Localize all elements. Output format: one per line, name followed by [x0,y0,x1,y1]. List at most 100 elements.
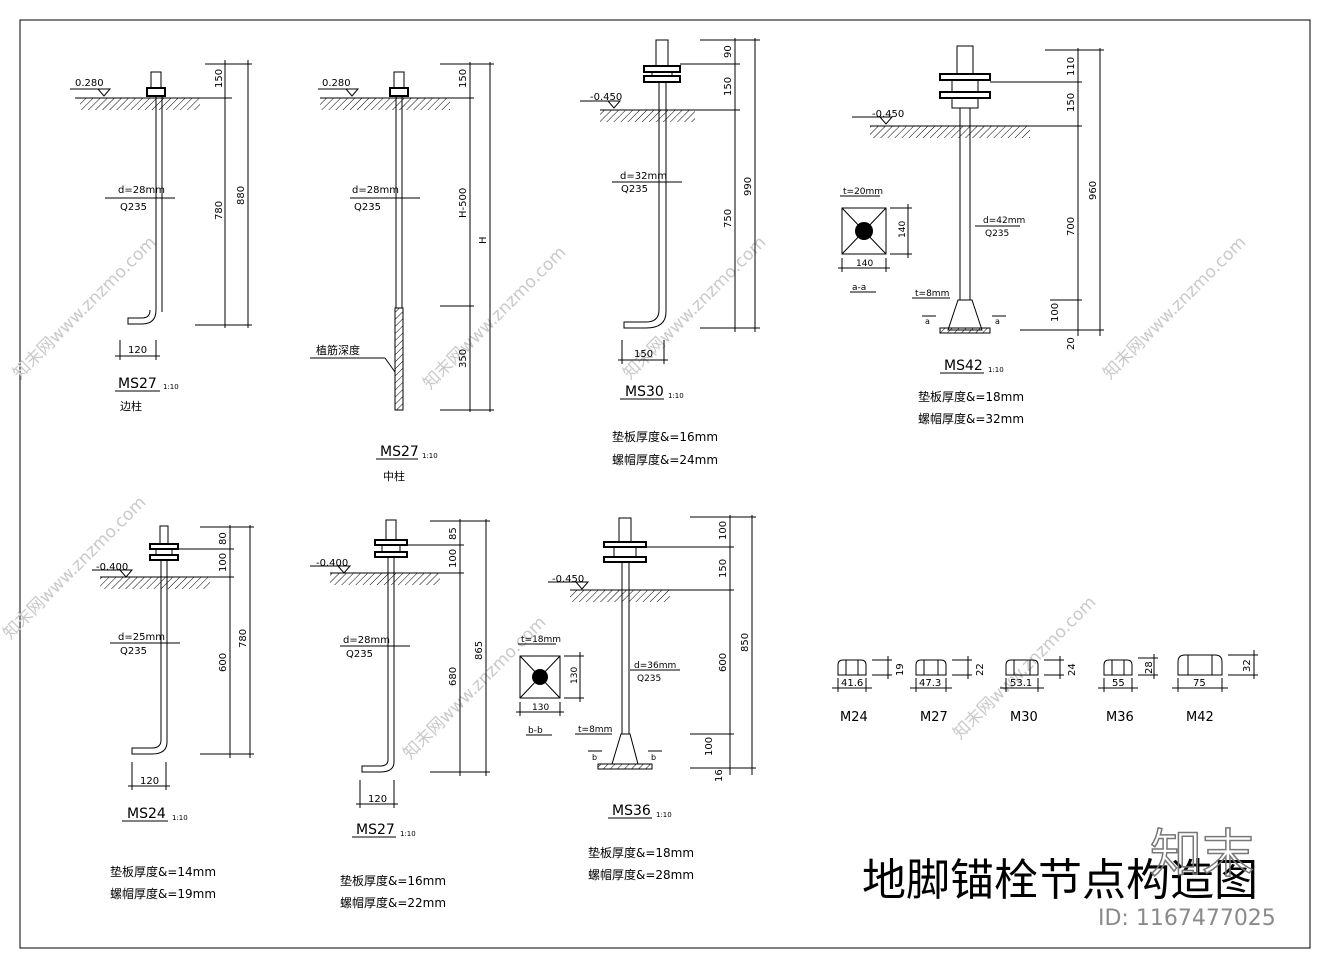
dim-label: 80 [218,532,229,545]
nut-thickness: 螺帽厚度&=28mm [588,867,694,882]
watermark: 知末网www.znzmo.com [419,243,570,394]
pad-thickness: 垫板厚度&=18mm [918,389,1024,404]
dim-label: 150 [1066,93,1077,112]
detail-ms27-middle: 0.280 d=28mm Q235 植筋深度 150 H-500 H 350 M… [310,62,494,483]
stiffener-thickness: t=8mm [915,289,949,299]
elevation-label: -0.450 [552,574,584,585]
dim-label: 120 [368,794,387,805]
nut-height: 19 [895,663,906,676]
dim-label: 110 [1066,57,1077,76]
nut-thickness: 螺帽厚度&=24mm [612,452,718,467]
dim-label: 150 [723,77,734,96]
id-label: ID: 1167477025 [1098,906,1276,931]
dim-label: H [478,236,489,244]
material-label: Q235 [346,649,373,660]
plate-thickness: t=20mm [843,187,883,197]
elevation-label: 0.280 [322,78,351,89]
section-mark: a [925,317,930,326]
detail-note: 中柱 [383,469,405,483]
stiffener-thickness: t=8mm [578,725,612,735]
nut-label: M27 [920,710,948,725]
nut-m24: 41.6 19 M24 [832,656,906,725]
dim-label: 150 [718,559,729,578]
dim-label: 780 [238,629,249,648]
dim-label: 120 [128,345,147,356]
material-label: Q235 [120,646,147,657]
nut-width: 47.3 [919,678,941,689]
detail-name: MS42 [944,358,983,374]
dim-label: 85 [448,527,459,540]
pad-thickness: 垫板厚度&=14mm [110,864,216,879]
dim-label: 750 [723,209,734,228]
dim-label: 150 [634,349,653,360]
diameter-label: d=28mm [352,185,399,196]
detail-ms24: -0.400 d=25mm Q235 80 100 600 780 120 MS… [92,525,254,901]
scale-label: 1:10 [422,452,438,460]
nut-thickness: 螺帽厚度&=32mm [918,411,1024,426]
detail-ms42: -0.450 d=42mm Q235 t=8mm a a t=20mm 140 … [838,45,1104,426]
detail-name: MS36 [612,803,651,819]
dim-label: 150 [214,69,225,88]
dim-label: 600 [218,653,229,672]
nut-m27: 47.3 22 M27 [910,656,986,725]
watermark-layer: 知末网www.znzmo.com 知末网www.znzmo.com 知末网www… [0,233,1250,764]
pad-thickness: 垫板厚度&=18mm [588,845,694,860]
detail-ms36: -0.450 d=36mm Q235 t=8mm b b t=18mm 130 … [516,515,756,882]
dim-label: H-500 [458,188,469,218]
section-label: b-b [528,726,543,736]
dim-label: 960 [1088,181,1099,200]
nut-width: 41.6 [841,678,863,689]
elevation-label: -0.400 [316,558,348,569]
nut-width: 53.1 [1010,678,1032,689]
dim-label: 150 [458,69,469,88]
nut-height: 22 [975,663,986,676]
material-label: Q235 [985,229,1009,239]
material-label: Q235 [354,202,381,213]
dim-label: 100 [718,521,729,540]
dim-label: 100 [448,549,459,568]
brand-logo: 知末 [1150,825,1254,885]
dim-label: 865 [474,641,485,660]
nut-size-table: 41.6 19 M24 47.3 22 M27 [832,650,1258,725]
section-label: a-a [852,283,866,293]
diameter-label: d=32mm [620,171,667,182]
nut-thickness: 螺帽厚度&=22mm [340,895,446,910]
scale-label: 1:10 [172,814,188,822]
dim-label: 600 [718,653,729,672]
dim-label: 130 [570,667,580,684]
dim-label: 350 [458,349,469,368]
embed-label: 植筋深度 [316,343,360,357]
detail-name: MS27 [380,444,419,460]
nut-m42: 75 32 M42 [1172,650,1258,725]
diameter-label: d=42mm [983,216,1025,226]
nut-width: 55 [1112,678,1125,689]
dim-label: 90 [723,45,734,58]
section-mark: b [651,753,656,762]
dim-label: 780 [214,201,225,220]
diameter-label: d=25mm [118,632,165,643]
nut-height: 24 [1067,663,1078,676]
dim-label: 100 [704,737,715,756]
detail-name: MS27 [356,822,395,838]
diameter-label: d=28mm [118,185,165,196]
dim-label: 140 [898,221,908,238]
dim-label: 16 [714,769,725,782]
detail-name: MS24 [127,806,166,822]
nut-height: 28 [1144,661,1155,674]
dim-label: 130 [532,703,549,713]
nut-height: 32 [1242,659,1253,672]
nut-label: M36 [1106,710,1134,725]
detail-name: MS30 [625,384,664,400]
dim-label: 880 [236,186,247,205]
dim-label: 100 [218,553,229,572]
section-mark: a [995,317,1000,326]
detail-ms30: -0.450 d=32mm Q235 90 150 750 990 150 MS… [580,38,760,467]
dim-label: 120 [140,776,159,787]
scale-label: 1:10 [400,830,416,838]
diameter-label: d=36mm [634,661,676,671]
material-label: Q235 [637,674,661,684]
scale-label: 1:10 [988,366,1004,374]
drawing-title: 地脚锚栓节点构造图 [862,855,1258,906]
